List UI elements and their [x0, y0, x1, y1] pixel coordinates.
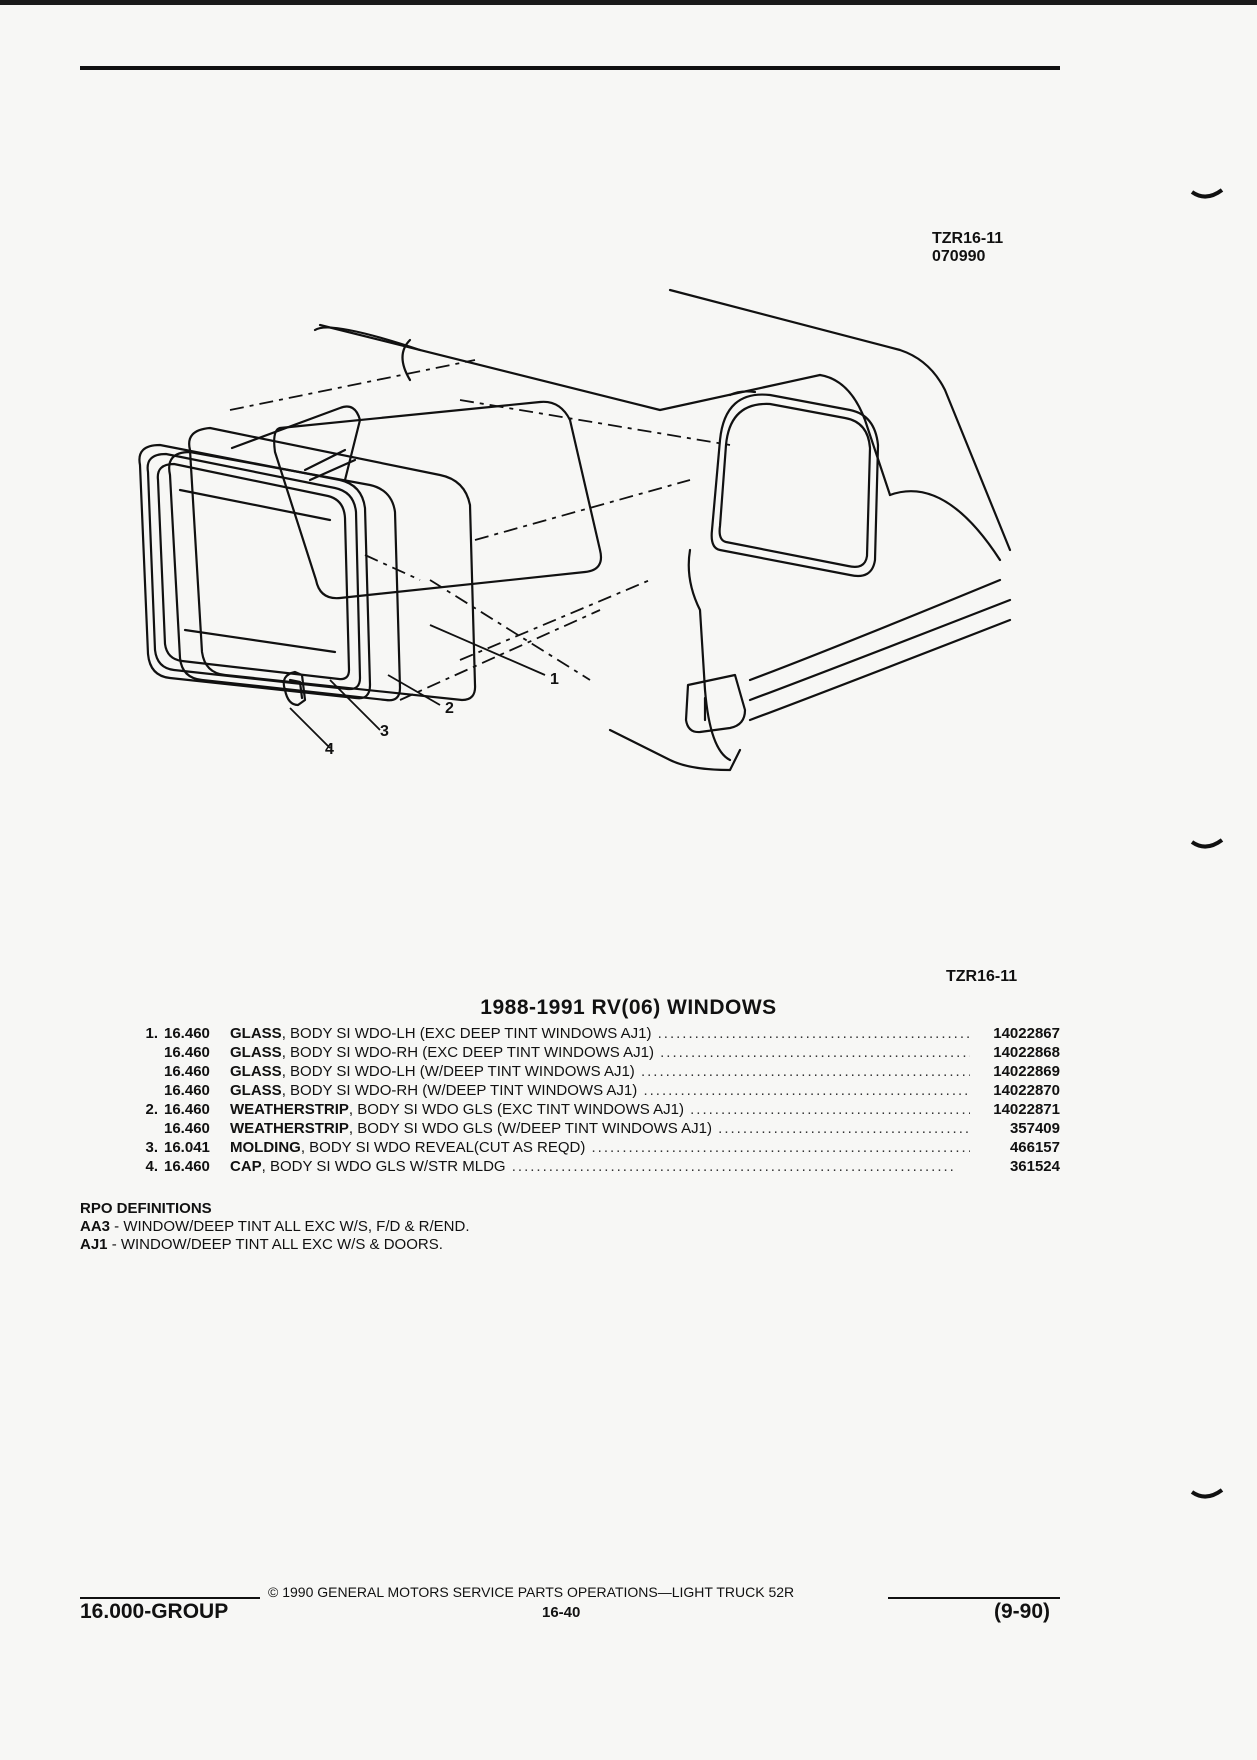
- part-description: GLASS, BODY SI WDO-LH (W/DEEP TINT WINDO…: [230, 1063, 970, 1080]
- parts-row: 4. 16.460 CAP, BODY SI WDO GLS W/STR MLD…: [120, 1158, 1060, 1177]
- group-number: 16.460: [164, 1044, 210, 1061]
- part-description: WEATHERSTRIP, BODY SI WDO GLS (EXC TINT …: [230, 1101, 970, 1118]
- parts-row: 16.460 GLASS, BODY SI WDO-RH (W/DEEP TIN…: [120, 1082, 1060, 1101]
- item-number: 4.: [145, 1158, 158, 1175]
- rpo-definition: AA3 - WINDOW/DEEP TINT ALL EXC W/S, F/D …: [80, 1218, 470, 1235]
- part-description: WEATHERSTRIP, BODY SI WDO GLS (W/DEEP TI…: [230, 1120, 970, 1137]
- callout-1: 1: [550, 671, 559, 688]
- page-number: 16-40: [542, 1604, 581, 1621]
- parts-list: 1. 16.460 GLASS, BODY SI WDO-LH (EXC DEE…: [120, 1025, 1060, 1177]
- parts-row: 3. 16.041 MOLDING, BODY SI WDO REVEAL(CU…: [120, 1139, 1060, 1158]
- part-description: GLASS, BODY SI WDO-RH (W/DEEP TINT WINDO…: [230, 1082, 970, 1099]
- part-description: GLASS, BODY SI WDO-RH (EXC DEEP TINT WIN…: [230, 1044, 970, 1061]
- parts-row: 1. 16.460 GLASS, BODY SI WDO-LH (EXC DEE…: [120, 1025, 1060, 1044]
- part-number: 14022869: [993, 1063, 1060, 1080]
- parts-row: 16.460 WEATHERSTRIP, BODY SI WDO GLS (W/…: [120, 1120, 1060, 1139]
- part-description: MOLDING, BODY SI WDO REVEAL(CUT AS REQD)…: [230, 1139, 970, 1156]
- part-number: 14022870: [993, 1082, 1060, 1099]
- rpo-title: RPO DEFINITIONS: [80, 1200, 212, 1217]
- part-number: 14022871: [993, 1101, 1060, 1118]
- rpo-definition: AJ1 - WINDOW/DEEP TINT ALL EXC W/S & DOO…: [80, 1236, 443, 1253]
- callout-4: 4: [325, 741, 334, 758]
- footer-date: (9-90): [994, 1600, 1051, 1623]
- item-number: 2.: [145, 1101, 158, 1118]
- parts-row: 16.460 GLASS, BODY SI WDO-LH (W/DEEP TIN…: [120, 1063, 1060, 1082]
- binder-mark-icon: [1190, 1488, 1224, 1499]
- footer-copyright: © 1990 GENERAL MOTORS SERVICE PARTS OPER…: [268, 1584, 795, 1600]
- figure-code-block: TZR16-11 070990: [932, 230, 1003, 266]
- part-description: GLASS, BODY SI WDO-LH (EXC DEEP TINT WIN…: [230, 1025, 970, 1042]
- part-number: 14022868: [993, 1044, 1060, 1061]
- callout-3: 3: [380, 723, 389, 740]
- figure-date: 070990: [932, 248, 986, 265]
- group-number: 16.041: [164, 1139, 210, 1156]
- parts-row: 2. 16.460 WEATHERSTRIP, BODY SI WDO GLS …: [120, 1101, 1060, 1120]
- callout-2: 2: [445, 700, 454, 717]
- binder-mark-icon: [1190, 838, 1224, 849]
- header-rule: [80, 66, 1060, 70]
- part-description: CAP, BODY SI WDO GLS W/STR MLDG ........…: [230, 1158, 956, 1175]
- binder-mark-icon: [1190, 188, 1224, 199]
- figure-code: TZR16-11: [932, 230, 1004, 247]
- scan-edge: [0, 0, 1257, 5]
- footer-group: 16.000-GROUP: [80, 1600, 229, 1623]
- footer-rule: [80, 1597, 260, 1599]
- group-number: 16.460: [164, 1101, 210, 1118]
- footer-rule: [888, 1597, 1060, 1599]
- part-number: 466157: [1009, 1139, 1060, 1156]
- part-number: 361524: [1009, 1158, 1060, 1175]
- part-number: 357409: [1009, 1120, 1060, 1137]
- vehicle-window-illustration: 1 2 3 4: [138, 288, 1012, 772]
- part-number: 14022867: [993, 1025, 1060, 1042]
- figure-code-bottom: TZR16-11: [946, 968, 1018, 985]
- group-number: 16.460: [164, 1158, 210, 1175]
- group-number: 16.460: [164, 1082, 210, 1099]
- group-number: 16.460: [164, 1120, 210, 1137]
- section-title: 1988-1991 RV(06) WINDOWS: [480, 996, 777, 1019]
- group-number: 16.460: [164, 1063, 210, 1080]
- parts-row: 16.460 GLASS, BODY SI WDO-RH (EXC DEEP T…: [120, 1044, 1060, 1063]
- item-number: 1.: [145, 1025, 158, 1042]
- item-number: 3.: [145, 1139, 158, 1156]
- group-number: 16.460: [164, 1025, 210, 1042]
- rpo-definitions: RPO DEFINITIONS AA3 - WINDOW/DEEP TINT A…: [80, 1200, 470, 1254]
